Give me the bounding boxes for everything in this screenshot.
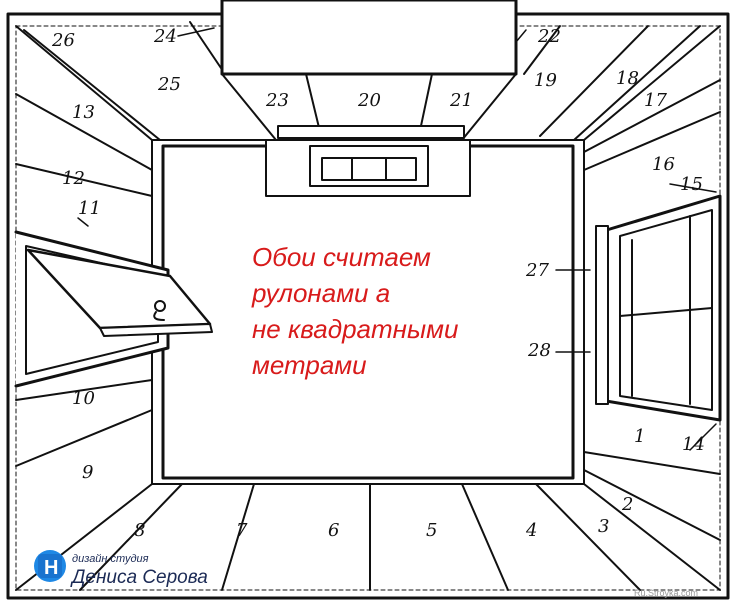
- segment-label-17: 17: [644, 90, 667, 111]
- caption-line-2: рулонами а: [251, 278, 390, 308]
- segment-label-6: 6: [328, 520, 339, 541]
- strip-bottom-e: [535, 483, 641, 591]
- leader-14: [689, 423, 717, 451]
- window-transom: [619, 307, 713, 317]
- strip-top-e: [573, 25, 701, 141]
- segment-label-19: 19: [534, 70, 557, 91]
- strip-right-c: [583, 451, 721, 475]
- strip-top-a: [23, 29, 161, 141]
- segment-label-10: 10: [72, 388, 95, 409]
- hood-shelf: [277, 125, 465, 139]
- segment-label-22: 22: [537, 26, 561, 47]
- studio-line-2: Дениса Серова: [70, 567, 208, 588]
- segment-label-20: 20: [357, 90, 381, 111]
- window-sill: [595, 225, 609, 405]
- segment-label-8: 8: [134, 520, 145, 541]
- segment-label-23: 23: [265, 90, 289, 111]
- door-leaf-edge: [99, 323, 213, 337]
- leader-24: [177, 27, 215, 37]
- corner-line-tr: [583, 25, 721, 141]
- corner-line-br: [583, 483, 721, 591]
- strip-right-b: [583, 111, 721, 171]
- segment-label-25: 25: [157, 74, 181, 95]
- leader-11: [77, 217, 89, 227]
- strip-bottom-d: [461, 483, 509, 591]
- segment-label-5: 5: [426, 520, 437, 541]
- leader-15: [669, 183, 717, 193]
- corner-line-tl: [15, 25, 153, 141]
- segment-label-3: 3: [598, 516, 609, 537]
- segment-label-9: 9: [82, 462, 93, 483]
- strip-right-d: [583, 469, 721, 541]
- caption-line-3: не квадратными: [252, 314, 458, 344]
- door-handle-arm: [153, 311, 165, 321]
- strip-bottom-b: [221, 483, 255, 591]
- segment-label-2: 2: [621, 494, 633, 515]
- strip-left-c: [15, 379, 153, 401]
- caption-line-4: метрами: [252, 350, 367, 380]
- logo-square-icon: [38, 554, 62, 578]
- caption-line-1: Обои считаем: [252, 242, 431, 272]
- logo-letter: Н: [44, 557, 58, 579]
- segment-label-1: 1: [634, 426, 645, 447]
- segment-label-13: 13: [72, 102, 95, 123]
- segment-label-26: 26: [51, 30, 75, 51]
- strip-left-b: [15, 163, 153, 197]
- watermark: Ru.Stroyka.com: [634, 588, 698, 598]
- segment-label-18: 18: [616, 68, 639, 89]
- segment-label-14: 14: [682, 434, 705, 455]
- strip-right-a: [583, 79, 721, 153]
- strip-bottom-a: [79, 483, 183, 591]
- segment-label-21: 21: [449, 90, 473, 111]
- segment-label-15: 15: [680, 174, 703, 195]
- segment-label-24: 24: [153, 26, 177, 47]
- segment-label-11: 11: [78, 198, 101, 219]
- leader-22: [515, 29, 527, 43]
- door-handle-icon: [154, 300, 166, 312]
- shaft-box: [220, 0, 518, 76]
- segment-label-28: 28: [527, 340, 551, 361]
- window-glass: [619, 209, 713, 411]
- hood-vent: [321, 157, 417, 181]
- strip-top-c: [523, 25, 561, 75]
- strip-top-d: [539, 25, 649, 137]
- segment-label-7: 7: [236, 520, 248, 541]
- studio-logo: Н: [34, 550, 66, 582]
- segment-label-27: 27: [525, 260, 549, 281]
- studio-line-1: дизайн студия: [72, 553, 149, 565]
- segment-label-4: 4: [525, 520, 537, 541]
- strip-left-d: [15, 409, 153, 467]
- strip-top-b: [189, 21, 226, 75]
- strip-left-a: [15, 93, 153, 171]
- segment-label-12: 12: [62, 168, 85, 189]
- segment-label-16: 16: [652, 154, 675, 175]
